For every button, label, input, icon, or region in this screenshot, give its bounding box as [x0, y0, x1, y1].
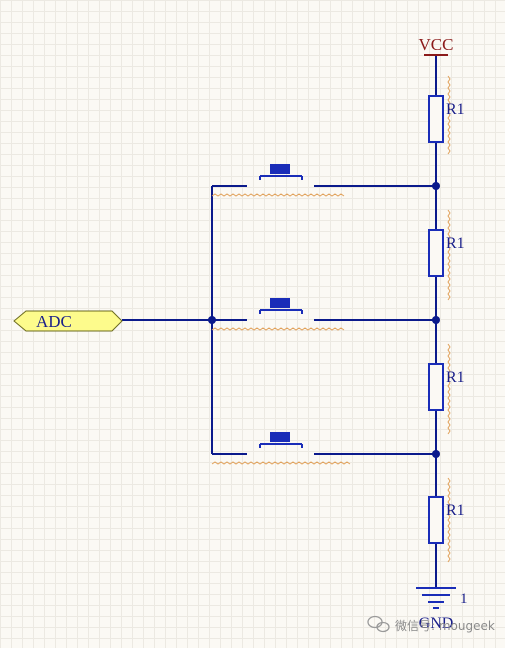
button-cap — [270, 432, 290, 442]
push-button-switch-2 — [211, 298, 345, 331]
ground-pin-number: 1 — [460, 591, 468, 607]
vcc-label: VCC — [419, 35, 454, 54]
adc-port: ADC — [13, 310, 123, 332]
watermark: 微信号: mougeek — [367, 615, 495, 633]
resistor-body — [428, 95, 444, 143]
resistor-r1-d: R1 — [428, 477, 465, 563]
resistor-r1-b: R1 — [428, 209, 465, 301]
resistor-squiggle — [447, 477, 451, 563]
resistor-label: R1 — [446, 235, 465, 252]
junctions — [208, 182, 440, 458]
ground-symbol — [416, 587, 456, 609]
resistor-label: R1 — [446, 502, 465, 519]
junction-dot — [432, 450, 440, 458]
button-squiggle — [211, 193, 345, 197]
button-squiggle — [211, 461, 351, 465]
resistor-label: R1 — [446, 369, 465, 386]
wires — [122, 55, 437, 588]
ground-label: GND — [419, 615, 454, 632]
resistor-body — [428, 229, 444, 277]
button-cap — [270, 164, 290, 174]
resistor-label: R1 — [446, 101, 465, 118]
button-cap — [270, 298, 290, 308]
junction-dot — [432, 182, 440, 190]
vcc-power-port: VCC — [419, 35, 454, 56]
resistor-body — [428, 496, 444, 544]
resistor-r1-a: R1 — [428, 75, 465, 155]
resistor-body — [428, 363, 444, 411]
resistor-squiggle — [447, 75, 451, 155]
junction-dot — [208, 316, 216, 324]
resistor-squiggle — [447, 209, 451, 301]
resistor-squiggle — [447, 343, 451, 435]
port-shape — [13, 310, 123, 332]
button-squiggle — [211, 327, 345, 331]
junction-dot — [432, 316, 440, 324]
watermark-text: 微信号: mougeek — [395, 619, 495, 633]
port-label: ADC — [36, 312, 72, 331]
push-button-switch-1 — [211, 164, 345, 197]
wechat-icon — [367, 615, 390, 633]
push-button-switch-3 — [211, 432, 351, 465]
resistor-r1-c: R1 — [428, 343, 465, 435]
